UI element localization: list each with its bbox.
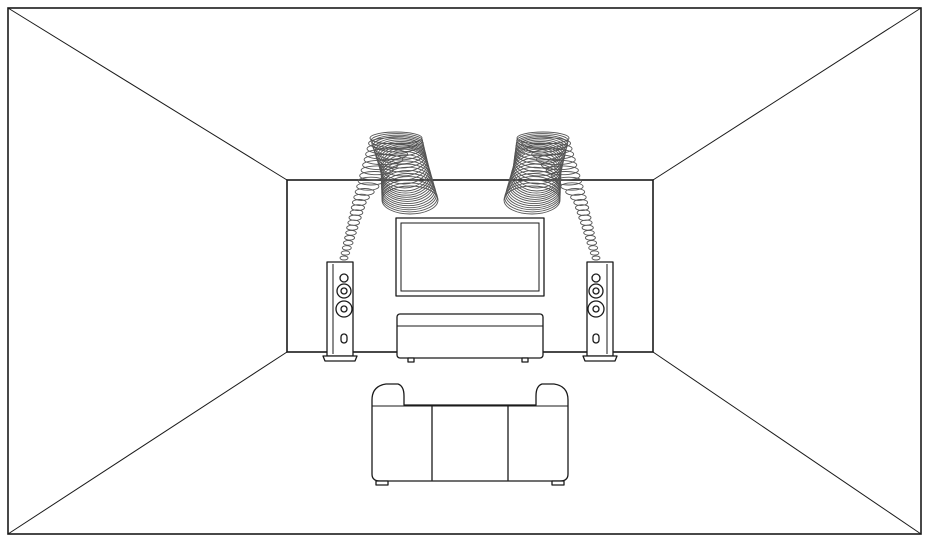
sound-ring: [516, 131, 570, 145]
right-ceiling-reflection: [503, 131, 601, 261]
right-speaker-mid-woofer: [588, 283, 604, 299]
left-speaker-tweeter: [339, 273, 349, 283]
left-speaker-mid-dustcap: [340, 287, 348, 295]
sound-ring: [381, 185, 439, 215]
sound-ring: [576, 209, 591, 216]
sound-ring: [589, 250, 600, 256]
sound-ring: [339, 255, 349, 261]
right-speaker-mid-dustcap: [592, 287, 600, 295]
tv-inner: [400, 222, 540, 292]
sound-ring: [342, 240, 354, 246]
right-speaker-tweeter: [591, 273, 601, 283]
sound-ring: [540, 159, 578, 171]
sound-ring: [583, 229, 595, 236]
sound-ring: [345, 229, 357, 236]
sound-ring: [584, 235, 596, 241]
sound-ring: [570, 193, 587, 201]
sound-ring: [354, 188, 375, 196]
room-outer-frame: [7, 7, 922, 535]
sound-ring: [586, 240, 598, 246]
room: [7, 7, 922, 535]
sound-ring: [356, 182, 380, 191]
sound-ring: [581, 224, 594, 231]
left-speaker-mid-woofer: [336, 283, 352, 299]
sound-ring: [588, 245, 599, 251]
sound-ring: [580, 219, 593, 226]
left-speaker-base: [322, 355, 358, 362]
console-foot-right: [521, 357, 529, 363]
sound-ring: [369, 131, 423, 145]
tv-outer: [395, 217, 545, 297]
right-speaker-woofer-dustcap: [592, 305, 600, 313]
ceiling-edge-left: [7, 7, 288, 181]
left-ceiling-reflection: [339, 131, 439, 261]
tv-screen: [395, 217, 545, 297]
sound-ring: [350, 204, 365, 211]
floor-edge-right: [652, 351, 922, 535]
sound-ring: [550, 171, 581, 181]
sound-ring: [575, 204, 590, 211]
left-speaker-port: [340, 333, 348, 344]
sofa-foot-right: [551, 480, 565, 486]
right-tower-speaker: [582, 261, 618, 362]
sound-ring: [344, 235, 356, 241]
ceiling-reflections: [339, 131, 601, 261]
sound-ring: [351, 199, 367, 206]
sofa-body: [371, 383, 569, 482]
sound-ring: [347, 219, 360, 226]
right-speaker-base: [582, 355, 618, 362]
left-speaker-woofer-dustcap: [340, 305, 348, 313]
ceiling-edge-right: [652, 7, 922, 181]
sound-ring: [340, 250, 351, 256]
sound-ring: [591, 255, 601, 261]
console-foot-left: [407, 357, 415, 363]
sofa: [371, 383, 569, 486]
media-console: [396, 313, 544, 363]
sound-ring: [349, 209, 364, 216]
sofa-foot-left: [375, 480, 389, 486]
left-speaker-woofer: [335, 300, 353, 318]
sound-ring: [503, 185, 561, 215]
sound-ring: [353, 193, 370, 201]
console-body: [396, 313, 544, 359]
sound-ring: [346, 224, 359, 231]
left-tower-speaker: [322, 261, 358, 362]
floor-edge-left: [7, 351, 288, 535]
sound-ring: [341, 245, 352, 251]
sound-ring: [565, 188, 586, 196]
sound-ring: [573, 199, 589, 206]
right-speaker-port: [592, 333, 600, 344]
right-speaker-woofer: [587, 300, 605, 318]
